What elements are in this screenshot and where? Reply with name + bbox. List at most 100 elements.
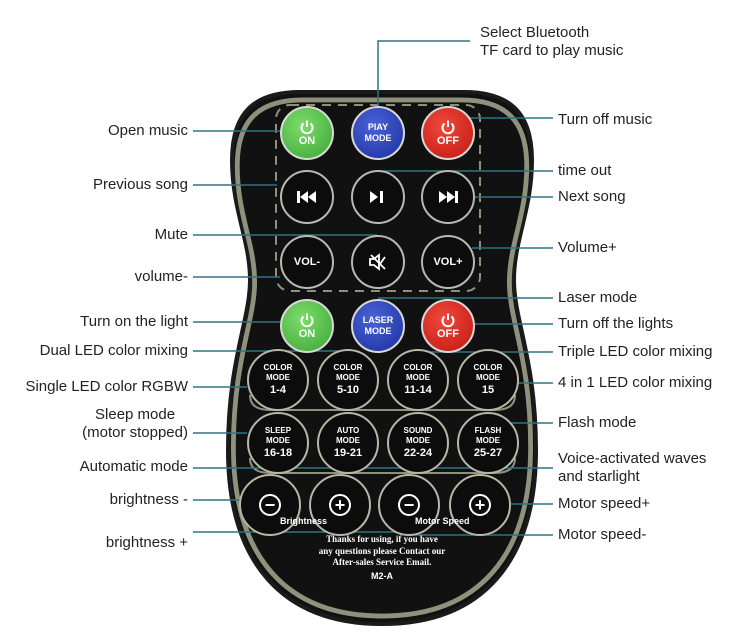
previous-icon (297, 191, 316, 203)
button-text: OFF (437, 328, 459, 340)
label-voice-activated: Voice-activated waves and starlight (558, 450, 706, 486)
label-select-bluetooth: Select Bluetooth TF card to play music (480, 24, 623, 60)
label-previous-song: Previous song (92, 176, 188, 193)
button-number: 19-21 (333, 447, 363, 459)
button-number: 1-4 (270, 384, 286, 396)
volume-down-button[interactable]: VOL- (280, 235, 334, 289)
label-line: (motor stopped) (82, 424, 188, 441)
button-text: VOL+ (433, 256, 463, 268)
label-four-in-one: 4 in 1 LED color mixing (558, 374, 713, 391)
motor-speed-caption: Motor Speed (415, 516, 470, 526)
brightness-down-button[interactable]: − (239, 474, 301, 536)
label-turn-off-music: Turn off music (558, 111, 653, 128)
label-sleep-mode: Sleep mode (motor stopped) (82, 406, 188, 442)
label-laser-mode: Laser mode (558, 289, 638, 306)
next-song-button[interactable] (421, 170, 475, 224)
button-text: OFF (437, 135, 459, 147)
button-text: VOL- (293, 256, 321, 268)
power-icon (300, 313, 314, 328)
button-text: AUTO (336, 426, 360, 435)
label-mute: Mute (154, 226, 188, 243)
music-off-button[interactable]: OFF (421, 106, 475, 160)
label-brightness-up: brightness + (105, 534, 188, 551)
light-off-button[interactable]: OFF (421, 299, 475, 353)
button-text: MODE (364, 133, 392, 143)
button-text: SLEEP (264, 426, 292, 435)
note-line: any questions please Contact our (318, 545, 446, 556)
button-text: MODE (406, 373, 430, 382)
button-number: 11-14 (404, 384, 432, 396)
row-separator (249, 457, 516, 474)
label-line: and starlight (558, 468, 640, 485)
label-turn-off-lights: Turn off the lights (558, 315, 674, 332)
label-volume-down: volume- (134, 268, 188, 285)
power-icon (441, 313, 455, 328)
button-text: MODE (364, 326, 392, 336)
button-number: 15 (481, 384, 495, 396)
model-number: M2-A (371, 570, 393, 581)
button-number: 22-24 (403, 447, 433, 459)
label-turn-on-light: Turn on the light (80, 313, 188, 330)
button-text: MODE (406, 436, 430, 445)
remote-footer-note: Thanks for using, if you have any questi… (282, 534, 482, 582)
row-separator (249, 394, 516, 411)
brightness-caption: Brightness (280, 516, 328, 526)
play-pause-button[interactable] (351, 170, 405, 224)
next-icon (439, 191, 458, 203)
label-motor-speed-down: Motor speed- (558, 526, 647, 543)
light-on-button[interactable]: ON (280, 299, 334, 353)
minus-icon: − (398, 494, 420, 516)
mute-icon (369, 253, 386, 271)
play-pause-icon (370, 191, 383, 203)
label-line: TF card to play music (480, 42, 624, 59)
minus-icon: − (259, 494, 281, 516)
plus-icon: + (469, 494, 491, 516)
button-text: LASER (362, 315, 394, 325)
button-text: MODE (476, 373, 500, 382)
label-automatic-mode: Automatic mode (79, 458, 188, 475)
label-single-led: Single LED color RGBW (25, 378, 188, 395)
motor-speed-down-button[interactable]: − (378, 474, 440, 536)
label-line: Sleep mode (95, 406, 176, 423)
play-mode-button[interactable]: PlAY MODE (351, 106, 405, 160)
power-icon (441, 120, 455, 135)
label-line: Voice-activated waves (558, 450, 707, 467)
label-volume-up: Volume+ (558, 239, 617, 256)
label-triple-led: Triple LED color mixing (558, 343, 713, 360)
button-text: PlAY (367, 122, 389, 132)
button-text: MODE (266, 436, 290, 445)
label-flash-mode: Flash mode (558, 414, 637, 431)
note-line: Thanks for using, if you have (326, 534, 438, 544)
plus-icon: + (329, 494, 351, 516)
label-motor-speed-up: Motor speed+ (558, 495, 651, 512)
label-line: Select Bluetooth (480, 24, 590, 41)
button-text: MODE (476, 436, 500, 445)
button-text: COLOR (473, 363, 503, 372)
button-text: COLOR (333, 363, 363, 372)
label-dual-led: Dual LED color mixing (39, 342, 188, 359)
label-brightness-down: brightness - (109, 491, 188, 508)
button-text: COLOR (263, 363, 293, 372)
motor-speed-up-button[interactable]: + (449, 474, 511, 536)
button-text: MODE (336, 373, 360, 382)
volume-up-button[interactable]: VOL+ (421, 235, 475, 289)
laser-mode-button[interactable]: LASER MODE (351, 299, 405, 353)
button-text: FLASH (474, 426, 502, 435)
brightness-up-button[interactable]: + (309, 474, 371, 536)
label-open-music: Open music (107, 122, 188, 139)
mute-button[interactable] (351, 235, 405, 289)
remote-rim (230, 97, 534, 619)
music-on-button[interactable]: ON (280, 106, 334, 160)
previous-song-button[interactable] (280, 170, 334, 224)
button-text: SOUND (403, 426, 433, 435)
button-text: COLOR (403, 363, 433, 372)
